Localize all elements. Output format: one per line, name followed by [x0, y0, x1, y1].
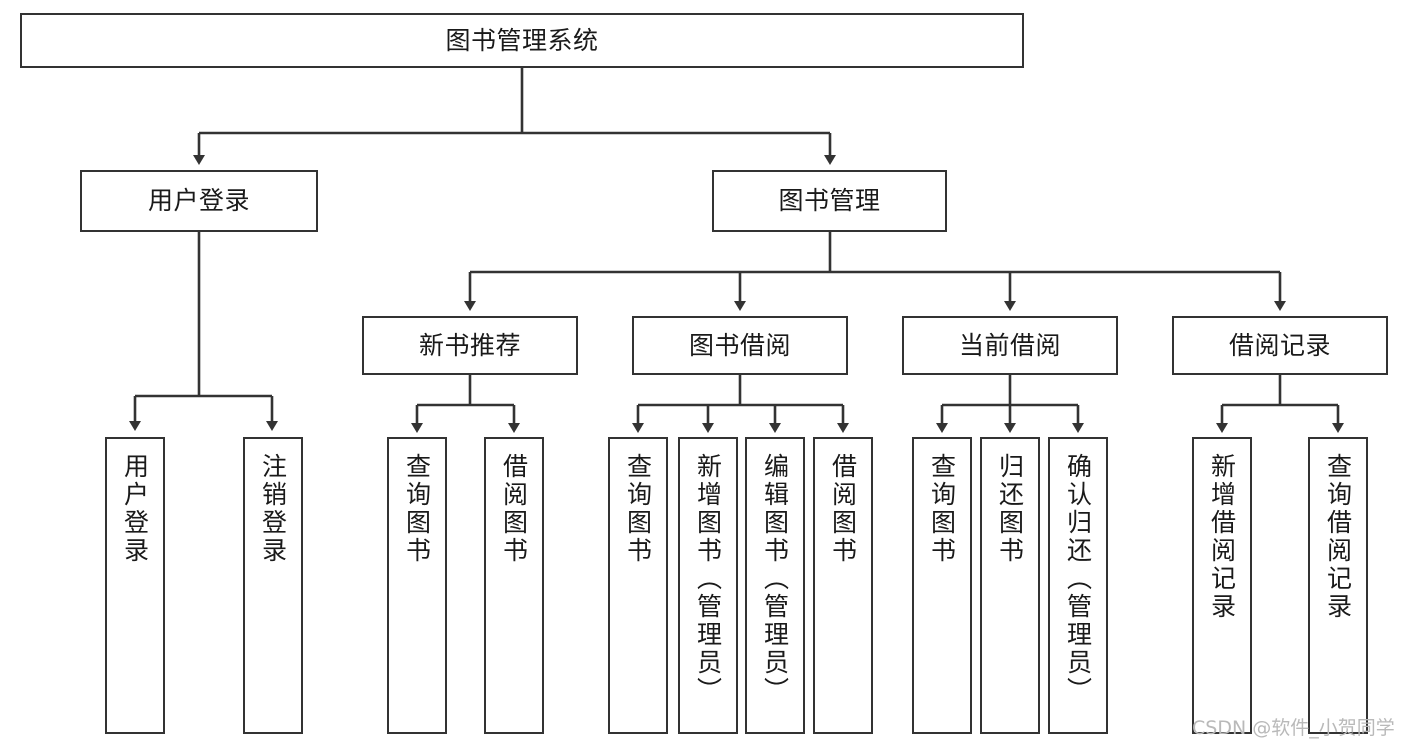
- leaf-user-login-label: 用户登录: [120, 453, 150, 565]
- leaf-add-book-admin-label: 新增图书（管理员）: [693, 453, 723, 705]
- node-book-management-label: 图书管理: [778, 186, 881, 216]
- leaf-query-books-borrow[interactable]: 查询图书: [608, 437, 668, 734]
- leaf-query-books-borrow-label: 查询图书: [623, 453, 653, 565]
- leaf-query-books-current[interactable]: 查询图书: [912, 437, 972, 734]
- leaf-add-borrow-record-label: 新增借阅记录: [1207, 453, 1237, 621]
- node-current-borrowing[interactable]: 当前借阅: [902, 316, 1118, 375]
- leaf-logout-label: 注销登录: [258, 453, 288, 565]
- node-new-book-recommendation[interactable]: 新书推荐: [362, 316, 578, 375]
- node-book-management[interactable]: 图书管理: [712, 170, 947, 232]
- leaf-confirm-return-admin[interactable]: 确认归还（管理员）: [1048, 437, 1108, 734]
- leaf-confirm-return-admin-label: 确认归还（管理员）: [1063, 453, 1093, 705]
- node-new-book-recommendation-label: 新书推荐: [418, 330, 521, 360]
- leaf-query-books-new-label: 查询图书: [402, 453, 432, 565]
- node-book-borrowing[interactable]: 图书借阅: [632, 316, 848, 375]
- node-current-borrowing-label: 当前借阅: [958, 330, 1061, 360]
- csdn-watermark: CSDN @软件_小贺同学: [1192, 717, 1395, 739]
- leaf-query-books-current-label: 查询图书: [927, 453, 957, 565]
- leaf-query-books-new[interactable]: 查询图书: [387, 437, 447, 734]
- leaf-borrow-books[interactable]: 借阅图书: [813, 437, 873, 734]
- leaf-user-login[interactable]: 用户登录: [105, 437, 165, 734]
- node-root[interactable]: 图书管理系统: [20, 13, 1024, 68]
- node-book-borrowing-label: 图书借阅: [688, 330, 791, 360]
- leaf-add-borrow-record[interactable]: 新增借阅记录: [1192, 437, 1252, 734]
- node-root-label: 图书管理系统: [445, 25, 599, 55]
- leaf-borrow-books-new-label: 借阅图书: [499, 453, 529, 565]
- node-user-login-label: 用户登录: [147, 186, 250, 216]
- leaf-borrow-books-label: 借阅图书: [828, 453, 858, 565]
- node-borrowing-records-label: 借阅记录: [1228, 330, 1331, 360]
- node-user-login[interactable]: 用户登录: [80, 170, 318, 232]
- leaf-query-borrow-record-label: 查询借阅记录: [1323, 453, 1353, 621]
- leaf-logout[interactable]: 注销登录: [243, 437, 303, 734]
- leaf-return-books[interactable]: 归还图书: [980, 437, 1040, 734]
- leaf-edit-book-admin[interactable]: 编辑图书（管理员）: [745, 437, 805, 734]
- leaf-edit-book-admin-label: 编辑图书（管理员）: [760, 453, 790, 705]
- leaf-borrow-books-new[interactable]: 借阅图书: [484, 437, 544, 734]
- leaf-add-book-admin[interactable]: 新增图书（管理员）: [678, 437, 738, 734]
- leaf-query-borrow-record[interactable]: 查询借阅记录: [1308, 437, 1368, 734]
- node-borrowing-records[interactable]: 借阅记录: [1172, 316, 1388, 375]
- leaf-return-books-label: 归还图书: [995, 453, 1025, 565]
